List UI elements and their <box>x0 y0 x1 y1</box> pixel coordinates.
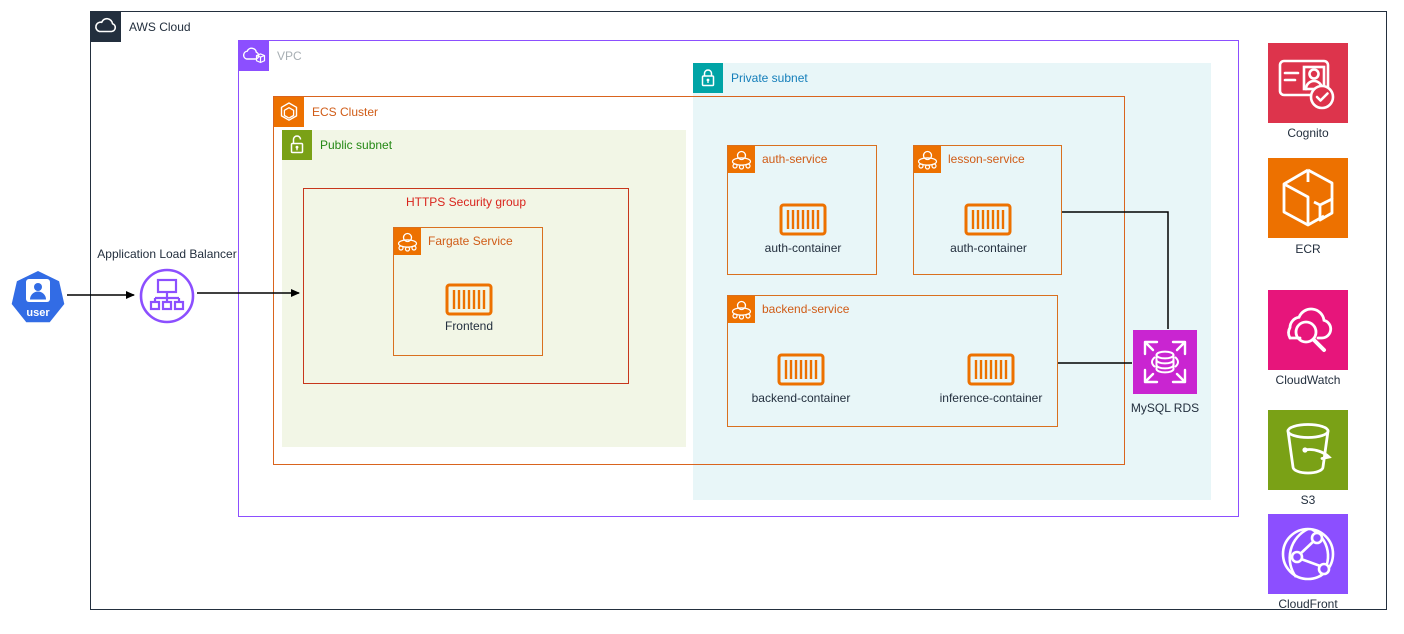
cognito-label: Cognito <box>1287 126 1329 140</box>
ecr-label: ECR <box>1295 242 1321 256</box>
aws-cloud-label: AWS Cloud <box>129 20 191 34</box>
container-icon <box>964 203 1012 236</box>
alb-label: Application Load Balancer <box>97 247 237 261</box>
vpc-icon <box>239 41 269 71</box>
user-icon: user <box>11 271 65 323</box>
aws-cloud-icon <box>91 12 121 42</box>
mysql-rds-label: MySQL RDS <box>1130 401 1200 415</box>
auth-service-header: auth-service <box>728 146 827 173</box>
container-icon <box>445 283 493 316</box>
load-balancer-icon <box>139 268 195 324</box>
aws-cloud-header: AWS Cloud <box>91 12 191 42</box>
fargate-service-header: Fargate Service <box>394 228 513 255</box>
vpc-group: VPC <box>238 40 1239 517</box>
container-icon <box>967 353 1015 386</box>
cloudfront-node <box>1268 514 1348 594</box>
cloudwatch-node <box>1268 290 1348 370</box>
ecs-service-icon <box>728 296 755 323</box>
ecr-icon <box>1268 158 1348 238</box>
security-group: HTTPS Security group <box>303 188 629 384</box>
inference-container-node <box>967 353 1015 386</box>
user-label: user <box>26 307 50 319</box>
container-icon <box>779 203 827 236</box>
lesson-service-label: lesson-service <box>948 152 1025 166</box>
frontend-container-node <box>445 283 493 316</box>
ecs-service-icon <box>914 146 941 173</box>
s3-label: S3 <box>1300 493 1316 507</box>
public-subnet-region: Public subnet <box>282 130 686 447</box>
public-subnet-label: Public subnet <box>320 138 393 152</box>
user-node: user <box>10 270 66 326</box>
rds-icon <box>1133 330 1197 394</box>
frontend-container-label: Frontend <box>444 319 494 333</box>
backend-container-label: backend-container <box>751 391 851 405</box>
backend-service-group: backend-service backend-container <box>727 295 1058 427</box>
ecs-cluster-label: ECS Cluster <box>312 105 379 119</box>
private-subnet-label: Private subnet <box>731 71 808 85</box>
auth-service-group: auth-service auth-container <box>727 145 877 275</box>
public-subnet-header: Public subnet <box>282 130 392 160</box>
private-subnet-lock-icon <box>693 63 723 93</box>
auth-container-node <box>779 203 827 236</box>
fargate-service-label: Fargate Service <box>428 234 513 248</box>
ecs-cluster-header: ECS Cluster <box>274 97 378 127</box>
ecs-service-icon <box>394 228 421 255</box>
container-icon <box>777 353 825 386</box>
ecr-node <box>1268 158 1348 238</box>
lesson-auth-container-node <box>964 203 1012 236</box>
cognito-icon <box>1268 43 1348 123</box>
cloudfront-label: CloudFront <box>1278 597 1338 611</box>
mysql-rds-node <box>1133 330 1197 394</box>
auth-service-label: auth-service <box>762 152 828 166</box>
auth-container-label: auth-container <box>764 241 842 255</box>
backend-service-header: backend-service <box>728 296 849 323</box>
cloudwatch-icon <box>1268 290 1348 370</box>
security-group-label: HTTPS Security group <box>405 195 527 209</box>
ecs-cluster-icon <box>274 97 304 127</box>
cloudwatch-label: CloudWatch <box>1275 373 1341 387</box>
lesson-service-group: lesson-service auth-container <box>913 145 1062 275</box>
cognito-node <box>1268 43 1348 123</box>
aws-cloud-group: AWS Cloud <box>90 11 1387 610</box>
fargate-service-group: Fargate Service Frontend <box>393 227 543 356</box>
private-subnet-header: Private subnet <box>693 63 808 93</box>
lesson-auth-container-label: auth-container <box>950 241 1027 255</box>
s3-node <box>1268 410 1348 490</box>
inference-container-label: inference-container <box>939 391 1043 405</box>
backend-container-node <box>777 353 825 386</box>
lesson-service-header: lesson-service <box>914 146 1025 173</box>
ecs-service-icon <box>728 146 755 173</box>
backend-service-label: backend-service <box>762 302 850 316</box>
cloudfront-icon <box>1268 514 1348 594</box>
vpc-label: VPC <box>277 49 302 63</box>
alb-node <box>138 267 196 325</box>
public-subnet-lock-icon <box>282 130 312 160</box>
vpc-header: VPC <box>239 41 302 71</box>
s3-icon <box>1268 410 1348 490</box>
